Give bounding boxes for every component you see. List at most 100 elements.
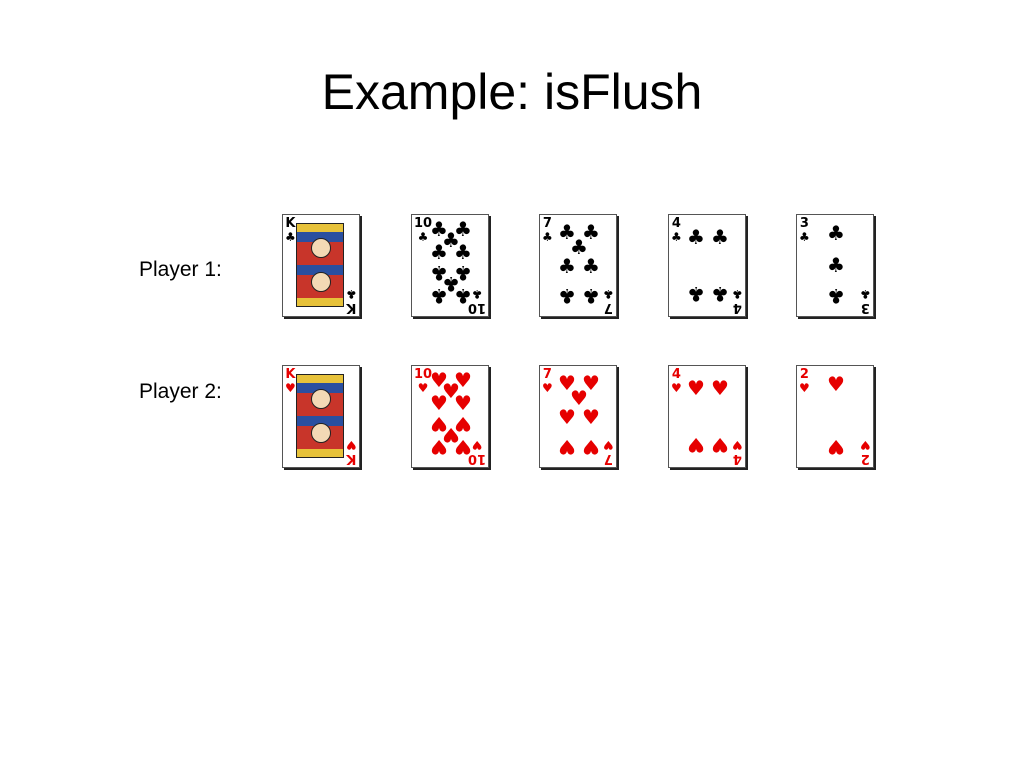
card-rank: K bbox=[346, 300, 357, 315]
club-icon: ♣ bbox=[570, 235, 588, 259]
card-rank: K bbox=[346, 451, 357, 466]
club-icon: ♣ bbox=[442, 228, 460, 252]
card-rank: 7 bbox=[542, 367, 552, 382]
playing-card-2-hearts: 2♥ 2♥ ♥ ♥ bbox=[796, 365, 874, 468]
heart-icon: ♥ bbox=[687, 433, 705, 457]
club-icon: ♣ bbox=[711, 282, 729, 306]
card-rank: 7 bbox=[604, 451, 614, 466]
heart-icon: ♥ bbox=[454, 368, 472, 392]
playing-card-4-clubs: 4♣4♣♣♣♣♣ bbox=[668, 214, 746, 317]
club-icon: ♣ bbox=[582, 284, 600, 308]
card-corner-index: K♥ bbox=[346, 438, 357, 466]
card-rank: 4 bbox=[733, 300, 743, 315]
club-icon: ♣ bbox=[582, 254, 600, 278]
club-icon: ♣ bbox=[687, 225, 705, 249]
heart-icon: ♥ bbox=[454, 391, 472, 415]
card-rank: 4 bbox=[733, 451, 743, 466]
card-rank: K bbox=[285, 216, 296, 231]
club-icon: ♣ bbox=[542, 230, 553, 244]
club-icon: ♣ bbox=[827, 253, 845, 277]
club-icon: ♣ bbox=[558, 220, 576, 244]
heart-icon: ♥ bbox=[430, 368, 448, 392]
card-corner-index: K♥ bbox=[285, 368, 296, 394]
club-icon: ♣ bbox=[687, 282, 705, 306]
king-face-illustration bbox=[296, 374, 344, 458]
heart-icon: ♥ bbox=[558, 371, 576, 395]
club-icon: ♣ bbox=[827, 284, 845, 308]
heart-icon: ♥ bbox=[687, 376, 705, 400]
card-rank: K bbox=[285, 367, 296, 382]
playing-card-10-clubs: 10♣10♣♣♣♣♣♣♣♣♣♣♣ bbox=[411, 214, 489, 317]
card-rank: 4 bbox=[671, 216, 681, 231]
club-icon: ♣ bbox=[732, 287, 743, 301]
heart-icon: ♥ bbox=[558, 435, 576, 459]
heart-icon: ♥ bbox=[430, 435, 448, 459]
club-icon: ♣ bbox=[346, 287, 357, 301]
card-corner-index: 7♣ bbox=[603, 287, 614, 315]
playing-card-k-hearts: K♥K♥ bbox=[282, 365, 360, 468]
heart-icon: ♥ bbox=[582, 405, 600, 429]
card-corner-index: 7♥ bbox=[542, 368, 553, 394]
heart-icon: ♥ bbox=[558, 405, 576, 429]
heart-icon: ♥ bbox=[711, 376, 729, 400]
heart-icon: ♥ bbox=[346, 438, 357, 452]
playing-card-4-hearts: 4♥4♥♥♥♥♥ bbox=[668, 365, 746, 468]
heart-icon: ♥ bbox=[570, 386, 588, 410]
club-icon: ♣ bbox=[711, 225, 729, 249]
club-icon: ♣ bbox=[285, 230, 296, 244]
club-icon: ♣ bbox=[454, 240, 472, 264]
heart-icon: ♥ bbox=[285, 381, 296, 395]
club-icon: ♣ bbox=[454, 284, 472, 308]
card-corner-index: 4♣ bbox=[732, 287, 743, 315]
heart-icon: ♥ bbox=[671, 381, 682, 395]
slide-title: Example: isFlush bbox=[321, 64, 703, 120]
heart-icon: ♥ bbox=[827, 435, 845, 459]
card-corner-index: 2♥ bbox=[799, 368, 810, 394]
club-icon: ♣ bbox=[430, 240, 448, 264]
card-rank: 3 bbox=[799, 216, 809, 231]
card-rank: 7 bbox=[604, 300, 614, 315]
club-icon: ♣ bbox=[827, 221, 845, 245]
club-icon: ♣ bbox=[558, 284, 576, 308]
club-icon: ♣ bbox=[799, 230, 810, 244]
club-icon: ♣ bbox=[430, 217, 448, 241]
player-2-label: Player 2: bbox=[139, 380, 222, 403]
card-corner-index: K♣ bbox=[346, 287, 357, 315]
card-corner-index: 3♣ bbox=[860, 287, 871, 315]
card-rank: 3 bbox=[861, 300, 871, 315]
heart-icon: ♥ bbox=[442, 379, 460, 403]
card-rank: 7 bbox=[542, 216, 552, 231]
club-icon: ♣ bbox=[603, 287, 614, 301]
heart-icon: ♥ bbox=[711, 433, 729, 457]
playing-card-3-clubs: 3♣3♣♣♣♣ bbox=[796, 214, 874, 317]
card-rank: 2 bbox=[799, 367, 809, 382]
heart-icon: ♥ bbox=[430, 391, 448, 415]
heart-icon: ♥ bbox=[542, 381, 553, 395]
card-corner-index: 4♥ bbox=[671, 368, 682, 394]
card-corner-index: 3♣ bbox=[799, 217, 810, 243]
club-icon: ♣ bbox=[860, 287, 871, 301]
heart-icon: ♥ bbox=[603, 438, 614, 452]
playing-card-7-hearts: 7♥7♥♥♥♥♥♥♥♥ bbox=[539, 365, 617, 468]
card-corner-index: 2♥ bbox=[860, 438, 871, 466]
playing-card-7-clubs: 7♣7♣♣♣♣♣♣♣♣ bbox=[539, 214, 617, 317]
heart-icon: ♥ bbox=[732, 438, 743, 452]
heart-icon: ♥ bbox=[582, 435, 600, 459]
card-corner-index: 10♣ bbox=[414, 217, 432, 243]
club-icon: ♣ bbox=[582, 220, 600, 244]
club-icon: ♣ bbox=[454, 217, 472, 241]
card-rank: 10 bbox=[414, 216, 433, 231]
card-corner-index: 7♥ bbox=[603, 438, 614, 466]
heart-icon: ♥ bbox=[827, 372, 845, 396]
card-corner-index: 7♣ bbox=[542, 217, 553, 243]
playing-card-10-hearts: 10♥10♥♥♥♥♥♥♥♥♥♥♥ bbox=[411, 365, 489, 468]
card-corner-index: 4♥ bbox=[732, 438, 743, 466]
player-1-label: Player 1: bbox=[139, 258, 222, 281]
club-icon: ♣ bbox=[430, 284, 448, 308]
card-rank: 2 bbox=[861, 451, 871, 466]
card-corner-index: K♣ bbox=[285, 217, 296, 243]
card-corner-index: 10♥ bbox=[414, 368, 432, 394]
card-rank: 10 bbox=[414, 367, 433, 382]
club-icon: ♣ bbox=[558, 254, 576, 278]
heart-icon: ♥ bbox=[417, 381, 429, 395]
